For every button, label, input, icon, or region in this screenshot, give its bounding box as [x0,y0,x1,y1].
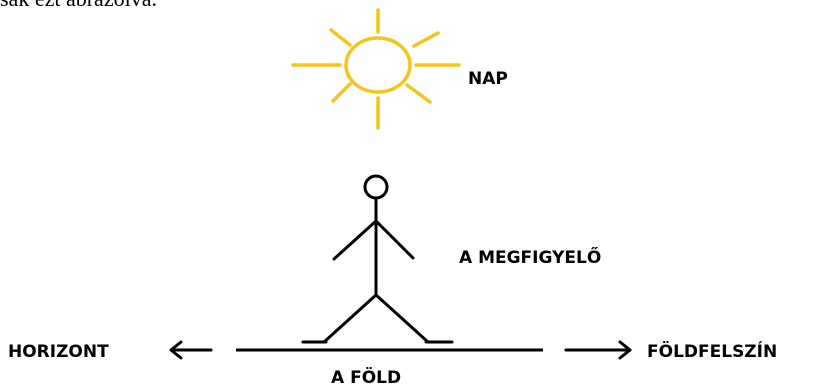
observer-right-arm [374,219,415,260]
horizon-label: HORIZONT [8,342,109,362]
observer-right-leg [374,293,430,344]
stick-figure-observer [301,174,454,344]
right-arrow-icon [564,340,632,360]
observer-label: A MEGFIGYELŐ [459,246,601,268]
surface-label: FÖLDFELSZÍN [647,340,777,362]
observer-left-leg [322,293,378,344]
observer-head [363,174,389,200]
sun-label: NAP [468,69,508,89]
sun-icon [291,8,461,130]
earth-label: A FÖLD [331,366,401,387]
observer-left-arm [332,219,378,261]
clipped-document-text: sak ezt ábrázolva. [0,0,157,12]
left-arrow-icon [169,340,213,360]
